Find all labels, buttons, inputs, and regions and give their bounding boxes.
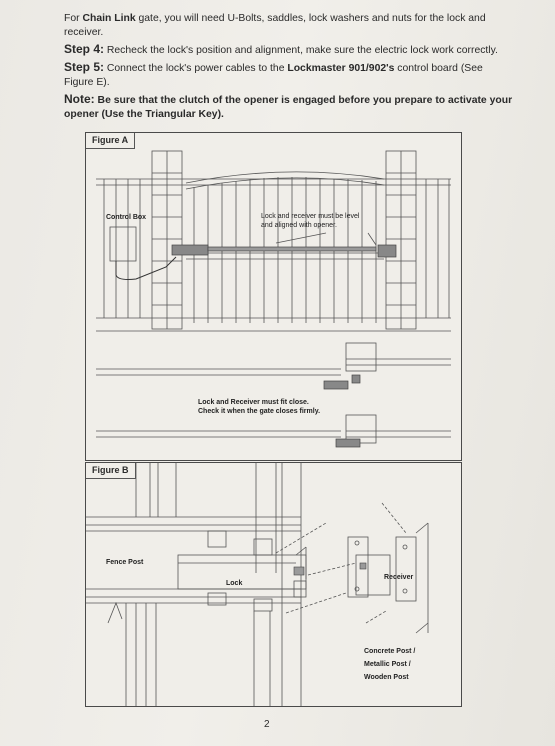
fit-label: Lock and Receiver must fit close. Check … <box>198 399 321 415</box>
figure-a-title: Figure A <box>86 133 136 149</box>
step-4: Step 4: Recheck the lock's position and … <box>64 42 498 56</box>
figure-b-title: Figure B <box>86 463 136 479</box>
page-number: 2 <box>264 719 270 730</box>
chain-link-paragraph: For Chain Link gate, you will need U-Bol… <box>64 13 486 38</box>
instructions-text: For Chain Link gate, you will need U-Bol… <box>64 12 514 124</box>
step-5: Step 5: Connect the lock's power cables … <box>64 60 483 88</box>
receiver-label: Receiver <box>384 574 414 581</box>
fence-post-label: Fence Post <box>106 559 144 566</box>
lock-label: Lock <box>226 580 243 587</box>
control-box-label: Control Box <box>106 214 147 221</box>
post-type-label: Concrete Post / Metallic Post / Wooden P… <box>364 648 416 681</box>
figure-a: Figure A Control Box Lock and receiver m… <box>85 132 462 461</box>
note: Note: Be sure that the clutch of the ope… <box>64 92 513 120</box>
figure-a-drawing <box>96 150 451 448</box>
figure-b: Figure B Fence Post Lock Receiver Concre… <box>85 462 462 707</box>
figure-b-drawing <box>86 463 429 706</box>
level-label: Lock and receiver must be level and alig… <box>261 213 360 229</box>
